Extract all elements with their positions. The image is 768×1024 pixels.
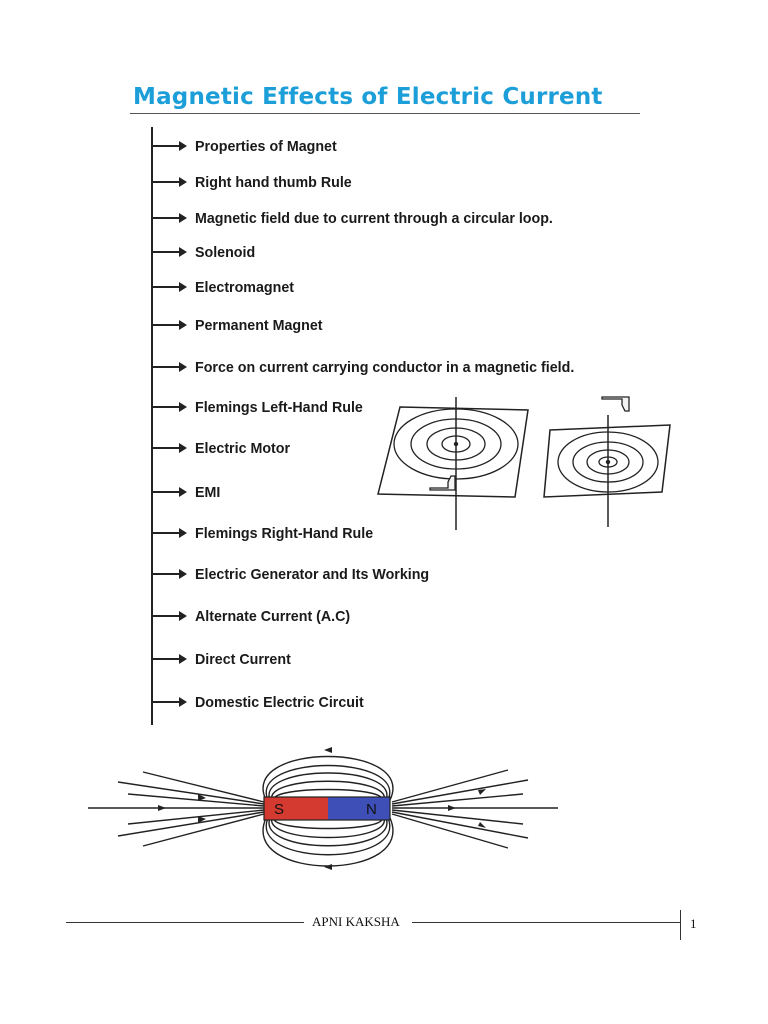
arrow-icon <box>153 282 187 292</box>
title-underline <box>130 113 640 114</box>
topic-label: Electric Motor <box>195 439 291 457</box>
topic-item: Magnetic field due to current through a … <box>153 206 633 230</box>
arrow-icon <box>153 569 187 579</box>
topic-label: Flemings Left-Hand Rule <box>195 398 363 416</box>
topic-item: Solenoid <box>153 240 633 264</box>
topic-label: Properties of Magnet <box>195 137 337 155</box>
topic-item: Properties of Magnet <box>153 134 633 158</box>
footer-divider <box>680 910 681 940</box>
field-diagram-right <box>543 396 671 527</box>
arrow-icon <box>153 141 187 151</box>
topic-item: Flemings Right-Hand Rule <box>153 521 633 545</box>
arrow-icon <box>153 443 187 453</box>
arrow-icon <box>153 611 187 621</box>
arrow-icon <box>153 247 187 257</box>
thumb-down-icon <box>429 475 456 491</box>
topic-label: Domestic Electric Circuit <box>195 693 364 711</box>
topic-item: Electromagnet <box>153 275 633 299</box>
footer-text: APNI KAKSHA <box>312 914 400 929</box>
topic-item: Direct Current <box>153 647 633 671</box>
magnet-north-pole <box>328 797 390 820</box>
thumb-up-icon <box>601 396 630 412</box>
south-pole-label: S <box>274 801 284 818</box>
arrow-icon <box>153 177 187 187</box>
footer-rule-right <box>412 922 680 923</box>
topic-label: Magnetic field due to current through a … <box>195 209 553 227</box>
north-pole-label: N <box>366 801 377 818</box>
topic-label: Solenoid <box>195 243 256 261</box>
topic-label: Permanent Magnet <box>195 316 323 334</box>
topic-label: Force on current carrying conductor in a… <box>195 358 575 376</box>
topic-label: Flemings Right-Hand Rule <box>195 524 374 542</box>
topic-item: Flemings Left-Hand Rule <box>153 395 633 419</box>
arrow-icon <box>153 362 187 372</box>
magnet-south-pole <box>264 797 328 820</box>
topic-item: Electric Generator and Its Working <box>153 562 633 586</box>
topic-label: Direct Current <box>195 650 291 668</box>
page-number: 1 <box>690 916 697 931</box>
arrow-icon <box>153 528 187 538</box>
topic-item: Domestic Electric Circuit <box>153 690 633 714</box>
topic-label: Right hand thumb Rule <box>195 173 352 191</box>
footer-rule-left <box>66 922 304 923</box>
arrow-icon <box>153 320 187 330</box>
topic-item: EMI <box>153 480 633 504</box>
arrow-icon <box>153 697 187 707</box>
page-title: Magnetic Effects of Electric Current <box>133 84 603 110</box>
topic-item: Permanent Magnet <box>153 313 633 337</box>
topic-item: Right hand thumb Rule <box>153 170 633 194</box>
topic-item: Alternate Current (A.C) <box>153 604 633 628</box>
arrow-icon <box>153 487 187 497</box>
topic-label: Electric Generator and Its Working <box>195 565 430 583</box>
topic-label: Alternate Current (A.C) <box>195 607 351 625</box>
topic-item: Force on current carrying conductor in a… <box>153 355 633 379</box>
arrow-icon <box>153 213 187 223</box>
field-diagram-left <box>377 397 529 530</box>
topic-label: EMI <box>195 483 221 501</box>
topic-tree-spine <box>151 127 153 725</box>
arrow-icon <box>153 654 187 664</box>
topic-label: Electromagnet <box>195 278 294 296</box>
topic-item: Electric Motor <box>153 436 633 460</box>
bar-magnet-diagram: S N <box>88 747 558 870</box>
arrow-icon <box>153 402 187 412</box>
